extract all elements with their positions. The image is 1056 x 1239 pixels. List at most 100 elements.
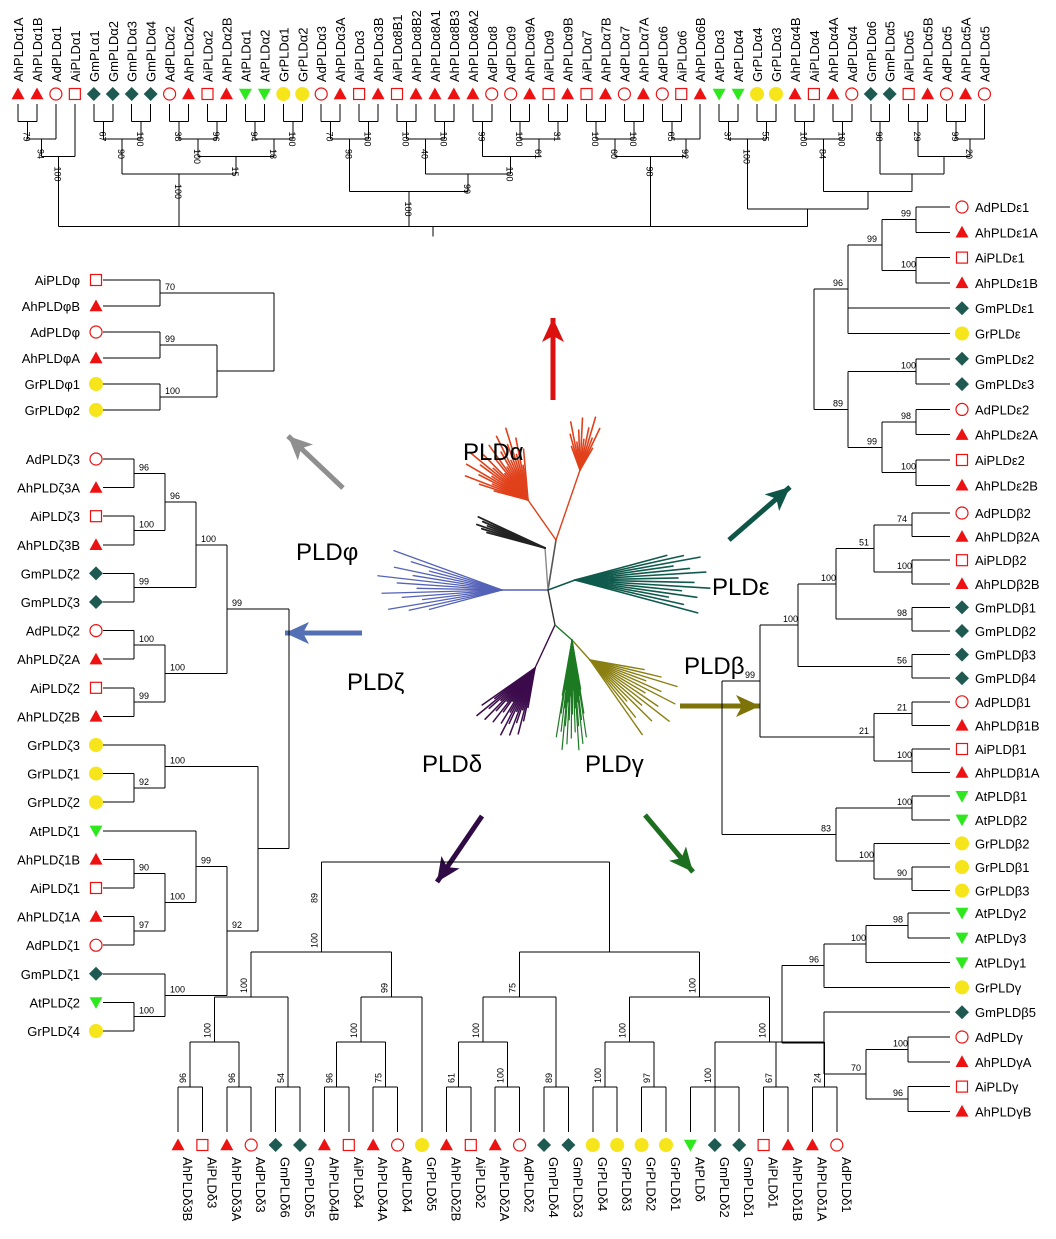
- arrow-head-icon: [736, 695, 760, 717]
- triangle-up-marker-icon: [959, 87, 972, 100]
- leaf-label: AiPLDε1: [975, 251, 1025, 266]
- leaf-label: GrPLDε: [975, 327, 1021, 342]
- unrooted-branch: [393, 566, 503, 591]
- circle-filled-marker-icon: [89, 377, 103, 391]
- bootstrap-value: 96: [325, 1073, 335, 1083]
- leaf-label: AdPLDα1: [49, 26, 64, 82]
- diamond-marker-icon: [124, 87, 139, 101]
- bootstrap-value: 97: [139, 920, 149, 930]
- leaf-label: AhPLDα1B: [30, 17, 45, 82]
- circle-open-marker-icon: [977, 87, 992, 101]
- circle-filled-marker-icon: [276, 87, 291, 101]
- leaf-label: AdPLDζ1: [26, 938, 80, 953]
- leaf-label: AdPLDε1: [975, 200, 1029, 215]
- bootstrap-value: 70: [325, 132, 335, 142]
- diamond-marker-icon: [89, 566, 103, 581]
- bootstrap-value: 100: [901, 360, 916, 370]
- triangle-up-marker-icon: [317, 1138, 331, 1151]
- diamond-marker-icon: [955, 647, 969, 662]
- leaf-label: AiPLDα3: [352, 30, 367, 82]
- unrooted-branch: [416, 587, 503, 591]
- leaf-label: AhPLDζ3A: [17, 481, 80, 496]
- leaf-label: AhPLDδ2B: [448, 1157, 463, 1221]
- triangle-down-marker-icon: [257, 88, 271, 101]
- triangle-up-marker-icon: [89, 910, 103, 922]
- triangle-up-marker-icon: [826, 87, 840, 100]
- bootstrap-value: 75: [508, 983, 518, 993]
- bootstrap-value: 100: [703, 1068, 713, 1083]
- diamond-marker-icon: [268, 1138, 283, 1152]
- circle-filled-marker-icon: [295, 87, 310, 101]
- arrow-head-icon: [437, 855, 460, 882]
- triangle-up-marker-icon: [955, 577, 969, 589]
- unrooted-branch: [381, 589, 503, 594]
- leaf-label: GmPLDα4: [144, 21, 159, 82]
- leaf-label: AtPLDζ2: [29, 995, 80, 1010]
- leaf-label: AiPLDδ2: [473, 1157, 488, 1208]
- circle-open-marker-icon: [830, 1138, 844, 1152]
- bootstrap-value: 98: [897, 608, 907, 618]
- leaf-label: GmPLDδ6: [278, 1157, 293, 1218]
- square-marker-icon: [89, 881, 103, 895]
- bootstrap-value: 98: [644, 167, 654, 177]
- leaf-label: AdPLDα4: [845, 26, 860, 82]
- bootstrap-value: 100: [859, 850, 874, 860]
- leaf-label: AiPLDζ2: [30, 681, 80, 696]
- leaf-label: AiPLDε2: [975, 453, 1025, 468]
- triangle-up-marker-icon: [955, 478, 969, 491]
- triangle-up-marker-icon: [30, 87, 44, 100]
- circle-filled-marker-icon: [89, 1024, 103, 1038]
- triangle-up-marker-icon: [693, 87, 707, 100]
- triangle-up-marker-icon: [955, 530, 969, 542]
- leaf-label: AiPLDβ1: [975, 742, 1027, 757]
- unrooted-branch: [410, 561, 503, 591]
- label-pld-zeta: PLDζ: [347, 669, 405, 696]
- circle-filled-marker-icon: [89, 766, 103, 781]
- triangle-down-marker-icon: [238, 88, 252, 101]
- bootstrap-value: 100: [471, 1023, 481, 1038]
- bootstrap-value: 24: [813, 1073, 823, 1083]
- bootstrap-value: 100: [897, 797, 912, 807]
- arrow-head-icon: [669, 846, 693, 872]
- leaf-label: AhPLDε1A: [975, 225, 1038, 240]
- bootstrap-value: 100: [400, 132, 410, 147]
- leaf-label: AhPLDα7A: [636, 17, 651, 82]
- bootstrap-value: 18: [268, 149, 278, 159]
- circle-open-marker-icon: [845, 87, 859, 101]
- leaf-label: AiPLDγ: [975, 1080, 1019, 1095]
- bootstrap-value: 100: [821, 573, 836, 583]
- leaf-label: AhPLDζ1B: [17, 852, 80, 867]
- leaf-label: GmPLDε1: [975, 301, 1034, 316]
- bootstrap-value: 83: [821, 824, 831, 834]
- triangle-down-marker-icon: [89, 825, 103, 838]
- diamond-marker-icon: [537, 1138, 551, 1152]
- triangle-up-marker-icon: [89, 652, 103, 665]
- bootstrap-value: 100: [403, 202, 413, 217]
- bootstrap-value: 65: [666, 132, 676, 142]
- leaf-label: AiPLDα1: [68, 30, 83, 82]
- circle-filled-marker-icon: [89, 403, 103, 417]
- circle-open-marker-icon: [89, 938, 103, 952]
- bootstrap-value: 100: [897, 750, 912, 760]
- leaf-label: AhPLDγA: [975, 1055, 1032, 1070]
- leaf-label: AdPLDζ2: [26, 624, 80, 639]
- bootstrap-value: 21: [859, 726, 869, 736]
- diamond-marker-icon: [955, 671, 969, 686]
- triangle-up-marker-icon: [523, 87, 537, 100]
- triangle-up-marker-icon: [439, 1138, 453, 1151]
- triangle-up-marker-icon: [182, 87, 196, 100]
- leaf-label: GrPLDφ1: [25, 377, 80, 392]
- unrooted-branch: [589, 659, 653, 722]
- leaf-label: AiPLDα6: [674, 30, 689, 82]
- leaf-label: AdPLDδ4: [400, 1157, 415, 1213]
- circle-filled-marker-icon: [955, 883, 969, 898]
- bootstrap-value: 98: [344, 149, 354, 159]
- unrooted-branch: [579, 447, 594, 471]
- triangle-up-marker-icon: [89, 852, 103, 865]
- bootstrap-value: 99: [462, 184, 472, 194]
- diamond-marker-icon: [86, 87, 101, 101]
- bootstrap-value: 70: [165, 282, 175, 292]
- leaf-label: AiPLDα9: [542, 30, 557, 82]
- leaf-label: GrPLDζ1: [27, 767, 80, 782]
- leaf-label: AhPLDα3A: [333, 17, 348, 82]
